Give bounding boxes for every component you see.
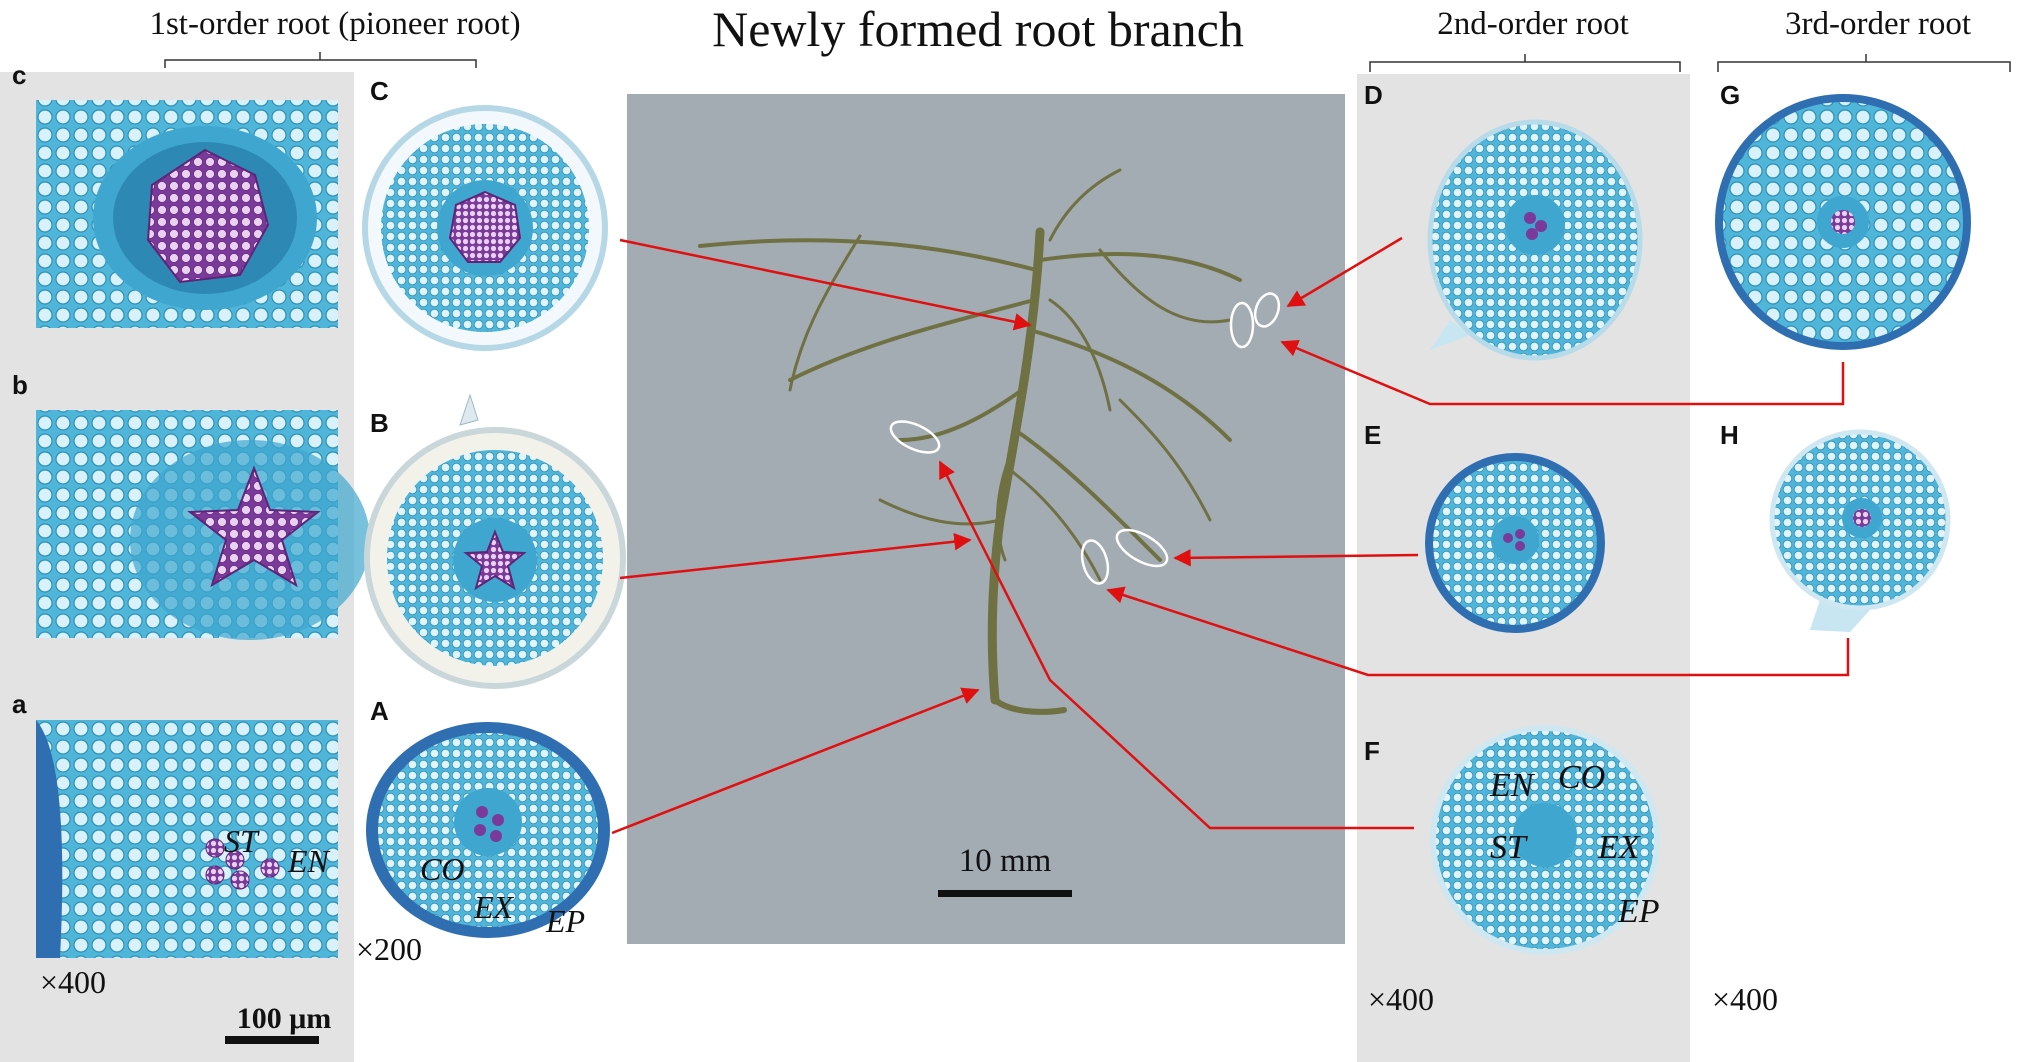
root-branch <box>698 168 1242 715</box>
panel-F-section <box>1430 725 1660 955</box>
scale-bar-photo-label: 10 mm <box>959 843 1052 879</box>
panel-a-small <box>36 720 338 958</box>
panel-letter-c-small: c <box>12 60 26 90</box>
header-first-order: 1st-order root (pioneer root) <box>149 6 520 42</box>
highlight-ellipse-D1 <box>1229 301 1255 349</box>
bracket-first-order <box>164 52 477 68</box>
bracket-third-order <box>1717 54 2011 72</box>
connector-arrows <box>611 236 1850 835</box>
arrow-D-to-ellipse <box>1286 236 1403 308</box>
highlight-ellipse-F <box>889 420 941 454</box>
panel-letter-E: E <box>1364 420 1381 450</box>
magnification-col4: ×400 <box>1368 981 1434 1017</box>
tissue-label-a-en: EN <box>287 843 331 879</box>
tissue-label-F-st: ST <box>1490 829 1528 866</box>
magnification-col5: ×400 <box>1712 981 1778 1017</box>
tissue-label-F-ex: EX <box>1597 829 1641 866</box>
scale-bar-micro-label: 100 μm <box>237 1002 332 1035</box>
panel-c-small <box>36 100 338 328</box>
panel-D-section <box>1427 119 1643 361</box>
panel-letter-C: C <box>370 76 389 106</box>
panel-letter-G: G <box>1720 80 1740 110</box>
panel-E-section <box>1425 453 1605 633</box>
header-second-order: 2nd-order root <box>1437 6 1629 42</box>
panel-A-section <box>366 722 610 938</box>
arrow-B-to-root <box>619 533 972 580</box>
arrow-E-to-ellipse <box>1173 549 1419 567</box>
panel-letter-F: F <box>1364 736 1380 766</box>
tissue-label-A-co: CO <box>420 851 464 887</box>
scale-bar-micro <box>225 1036 319 1044</box>
highlight-ellipse-E2 <box>1115 528 1169 568</box>
tissue-label-F-en: EN <box>1489 767 1536 804</box>
panel-letter-a-small: a <box>12 689 27 719</box>
panel-letter-B: B <box>370 408 389 438</box>
panel-b-small <box>36 410 370 640</box>
arrow-H-to-ellipse <box>1106 586 1850 677</box>
arrow-G-to-ellipse <box>1280 340 1845 406</box>
root-photo <box>627 94 1345 944</box>
tissue-label-F-ep: EP <box>1617 893 1660 930</box>
magnification-col1: ×400 <box>40 964 106 1000</box>
panel-H-section <box>1769 429 1951 632</box>
scale-bar-photo <box>938 890 1072 897</box>
magnification-col2: ×200 <box>356 931 422 967</box>
bracket-second-order <box>1369 54 1681 72</box>
tissue-label-F-co: CO <box>1558 759 1605 796</box>
highlight-ellipse-D2 <box>1253 292 1281 328</box>
main-title: Newly formed root branch <box>712 1 1244 57</box>
panel-G-section <box>1715 94 1971 350</box>
panel-letter-H: H <box>1720 420 1739 450</box>
panel-letter-A: A <box>370 696 389 726</box>
arrow-C-to-root <box>619 238 1032 331</box>
panel-letter-D: D <box>1364 80 1383 110</box>
tissue-label-a-st: ST <box>224 823 260 859</box>
header-third-order: 3rd-order root <box>1785 6 1971 42</box>
tissue-label-A-ep: EP <box>545 903 585 939</box>
panel-C-section <box>362 105 608 351</box>
arrow-A-to-root <box>611 687 980 835</box>
highlight-ellipse-E1 <box>1080 539 1110 585</box>
arrow-F-to-ellipse <box>938 460 1414 830</box>
panel-letter-b-small: b <box>12 370 28 400</box>
tissue-label-A-ex: EX <box>473 889 515 925</box>
panel-B-section <box>364 393 626 689</box>
